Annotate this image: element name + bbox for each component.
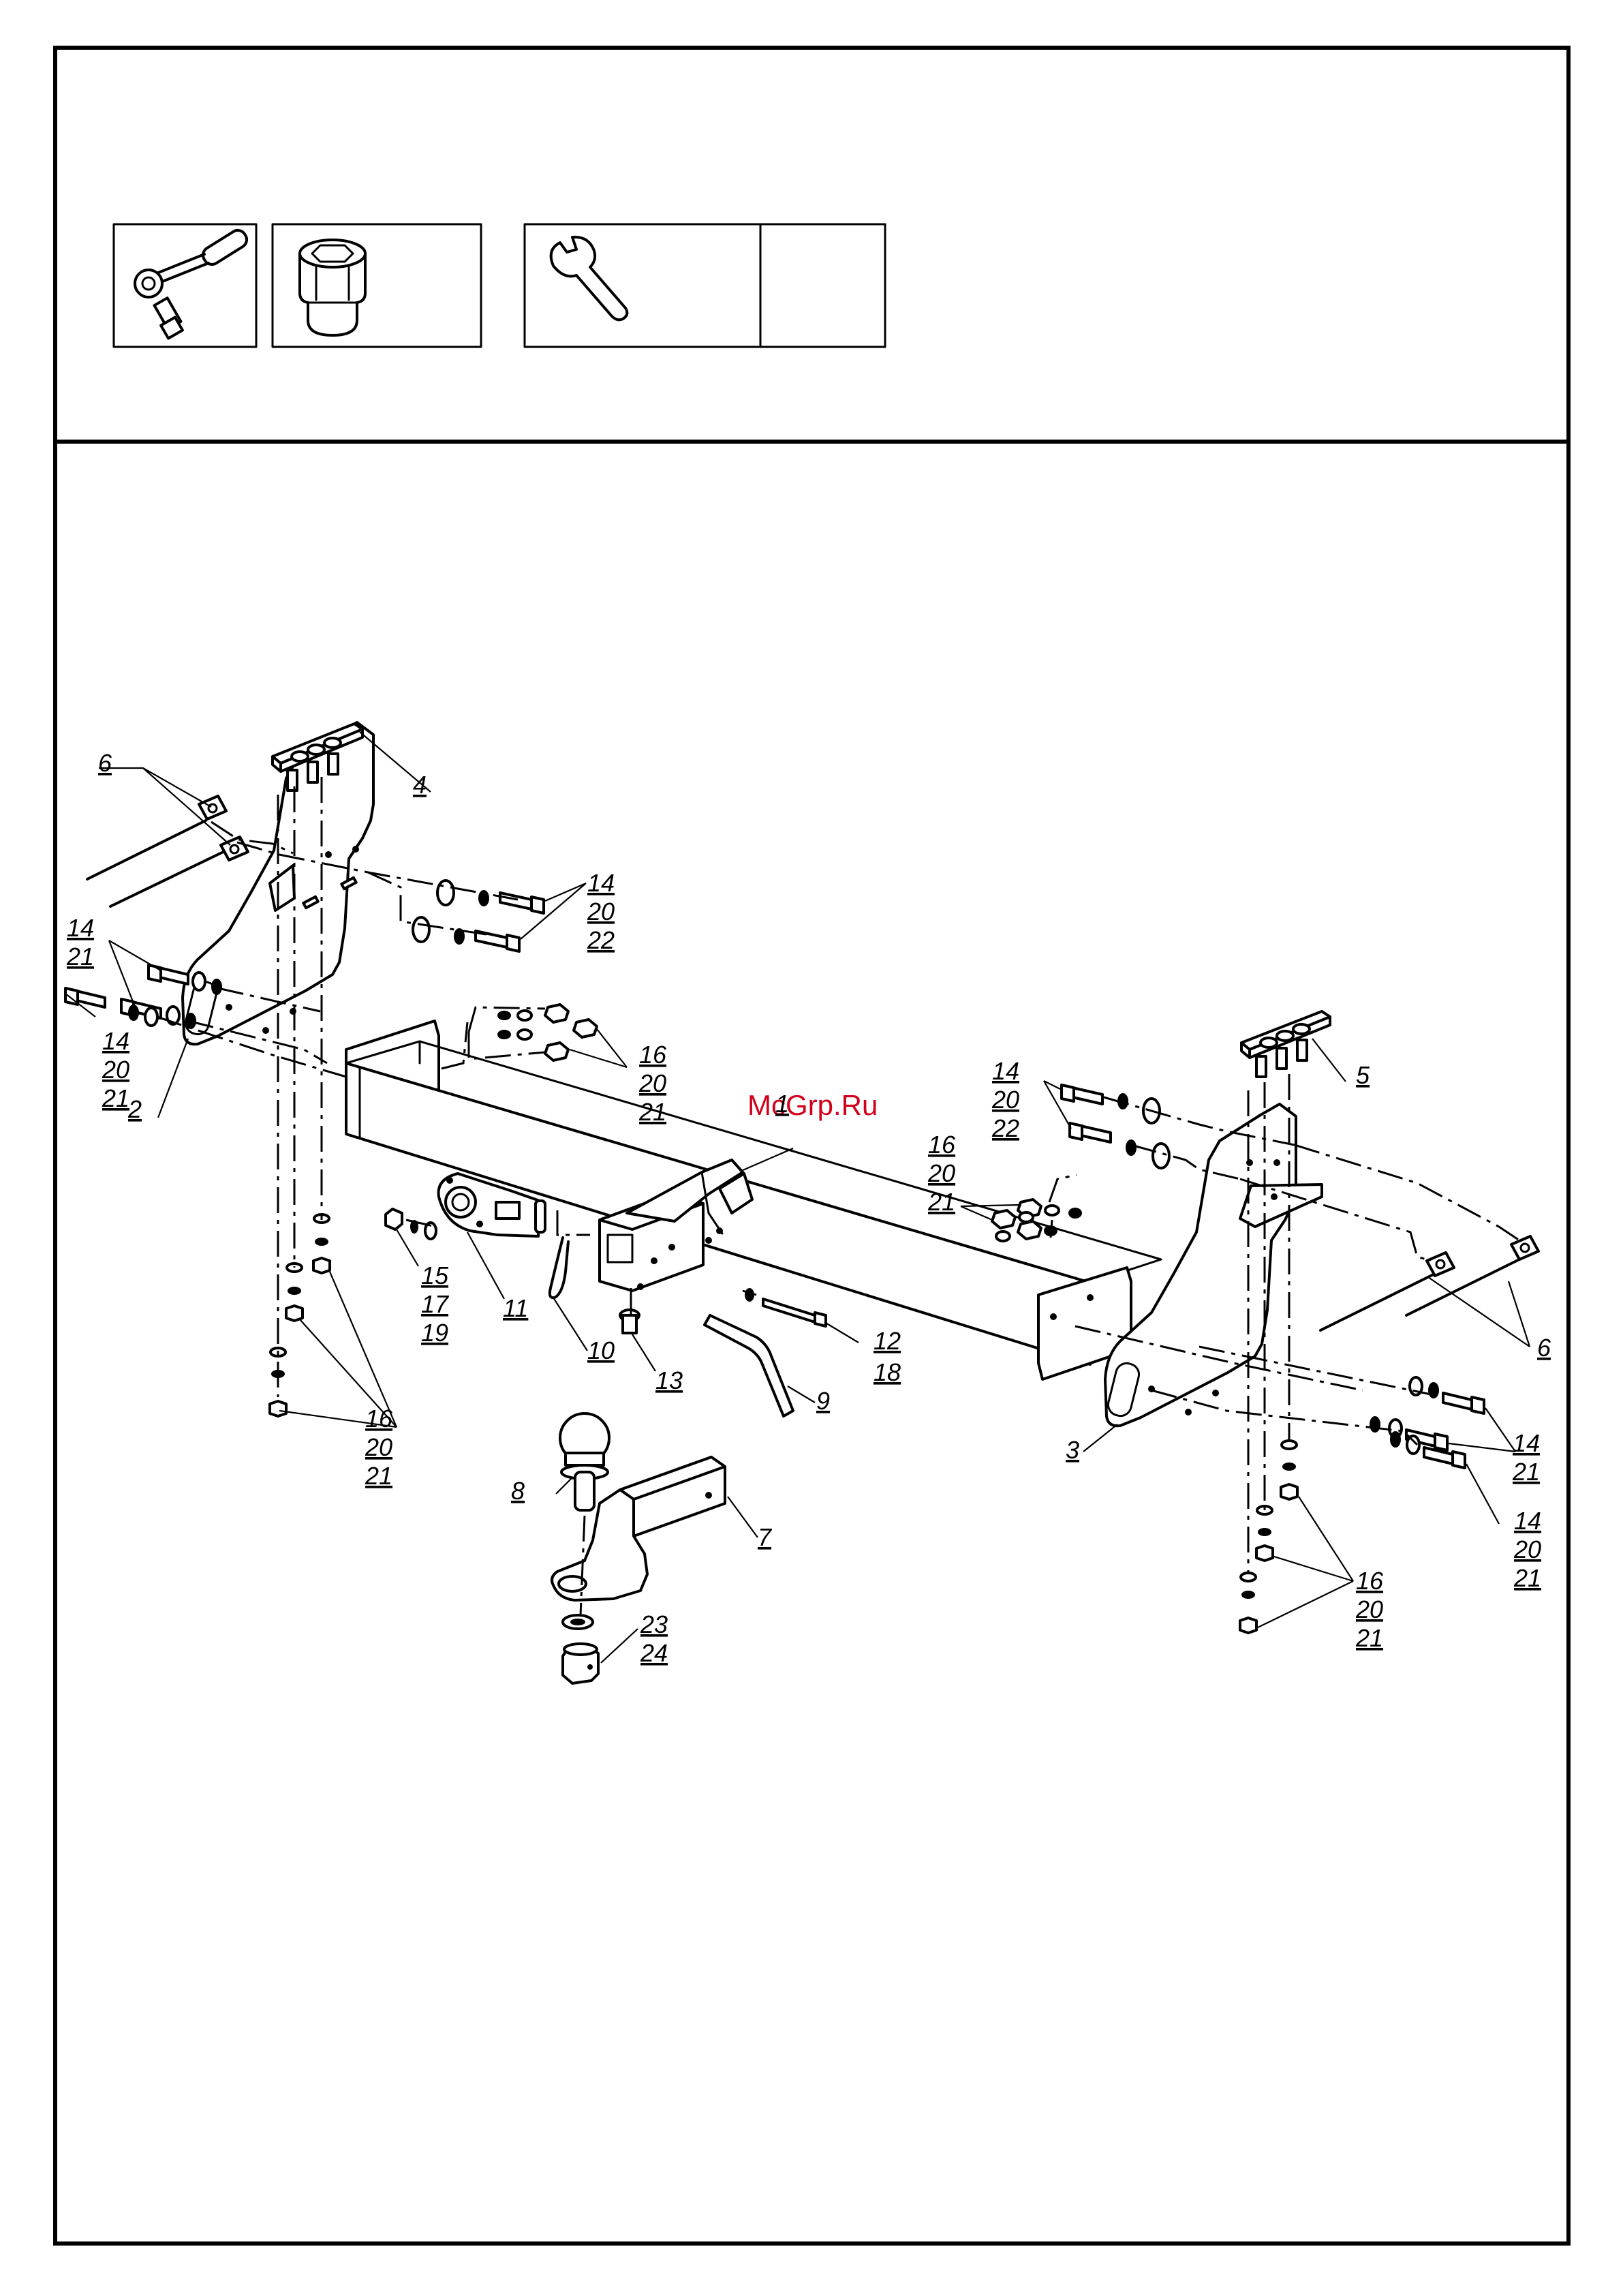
stack-f-14: 14 xyxy=(992,1057,1019,1085)
label-part-19: 19 xyxy=(421,1319,448,1347)
clip-part-10 xyxy=(550,1238,568,1298)
tool-socket-box xyxy=(273,224,481,347)
washer-part-23 xyxy=(563,1615,593,1629)
stack-h-14: 14 xyxy=(1513,1429,1540,1457)
nut-part-24 xyxy=(563,1644,598,1683)
stack-a-14: 14 xyxy=(587,869,615,897)
label-part-18: 18 xyxy=(874,1358,901,1386)
left-pads-part-6 xyxy=(87,796,248,906)
fasteners-left-upper xyxy=(413,881,544,951)
stack-e-16: 16 xyxy=(365,1405,393,1433)
label-part-15: 15 xyxy=(421,1261,449,1289)
stack-e-21: 21 xyxy=(365,1462,392,1490)
stack-a-20: 20 xyxy=(587,898,615,925)
tow-ball-part-8 xyxy=(560,1413,609,1510)
stack-i-14: 14 xyxy=(1514,1507,1541,1535)
stack-i-21: 21 xyxy=(1513,1564,1541,1592)
bolt-part-12 xyxy=(745,1289,826,1326)
label-part-12: 12 xyxy=(874,1327,901,1355)
label-part-24: 24 xyxy=(640,1639,668,1667)
stack-j-16: 16 xyxy=(1356,1567,1384,1595)
right-pads-part-6 xyxy=(1320,1236,1539,1330)
label-part-2: 2 xyxy=(127,1095,142,1123)
wrench-icon xyxy=(551,237,628,320)
label-part-5: 5 xyxy=(1356,1061,1370,1089)
label-part-9: 9 xyxy=(816,1387,830,1415)
bolt-part-13 xyxy=(620,1310,639,1333)
fasteners-right-upper xyxy=(1062,1085,1169,1168)
stack-h-21: 21 xyxy=(1512,1458,1540,1486)
stack-f-20: 20 xyxy=(991,1086,1019,1114)
watermark: McGrp.Ru xyxy=(747,1089,878,1121)
stack-c-21: 21 xyxy=(102,1084,129,1112)
stack-j-20: 20 xyxy=(1355,1595,1383,1623)
pin-part-9 xyxy=(705,1315,793,1416)
stack-a-22: 22 xyxy=(587,926,615,954)
label-part-11: 11 xyxy=(503,1294,528,1322)
label-part-3: 3 xyxy=(1066,1436,1079,1464)
label-part-6-right: 6 xyxy=(1537,1334,1551,1362)
nut-part-15 xyxy=(386,1209,402,1229)
stack-d-21: 21 xyxy=(638,1098,666,1126)
tool-ratchet-box xyxy=(114,224,256,347)
label-part-8: 8 xyxy=(511,1477,525,1505)
stack-b-14: 14 xyxy=(67,914,94,942)
fasteners-right-side xyxy=(1370,1377,1484,1468)
label-part-6-left: 6 xyxy=(98,749,112,777)
tool-wrench-box xyxy=(525,224,885,347)
fasteners-center-left xyxy=(498,1005,597,1060)
ratchet-icon xyxy=(135,227,250,338)
label-part-17: 17 xyxy=(421,1290,450,1318)
label-part-13: 13 xyxy=(655,1366,683,1394)
outer-frame xyxy=(55,48,1568,2244)
stack-f-22: 22 xyxy=(991,1114,1019,1142)
label-part-1: 1 xyxy=(775,1090,789,1118)
stack-d-20: 20 xyxy=(638,1069,666,1097)
stack-e-20: 20 xyxy=(365,1433,392,1461)
label-part-10: 10 xyxy=(587,1336,615,1364)
stack-d-16: 16 xyxy=(639,1041,667,1069)
stack-b-21: 21 xyxy=(66,943,94,970)
label-part-4: 4 xyxy=(413,771,427,799)
label-part-7: 7 xyxy=(758,1523,773,1551)
stack-g-21: 21 xyxy=(927,1188,955,1216)
stack-g-20: 20 xyxy=(927,1159,955,1187)
stack-i-20: 20 xyxy=(1513,1535,1541,1563)
stack-c-20: 20 xyxy=(102,1056,129,1084)
socket-icon xyxy=(300,240,365,335)
stack-j-21: 21 xyxy=(1355,1624,1383,1652)
stack-g-16: 16 xyxy=(928,1131,956,1159)
label-part-23: 23 xyxy=(640,1610,668,1638)
stack-c-14: 14 xyxy=(102,1027,129,1055)
